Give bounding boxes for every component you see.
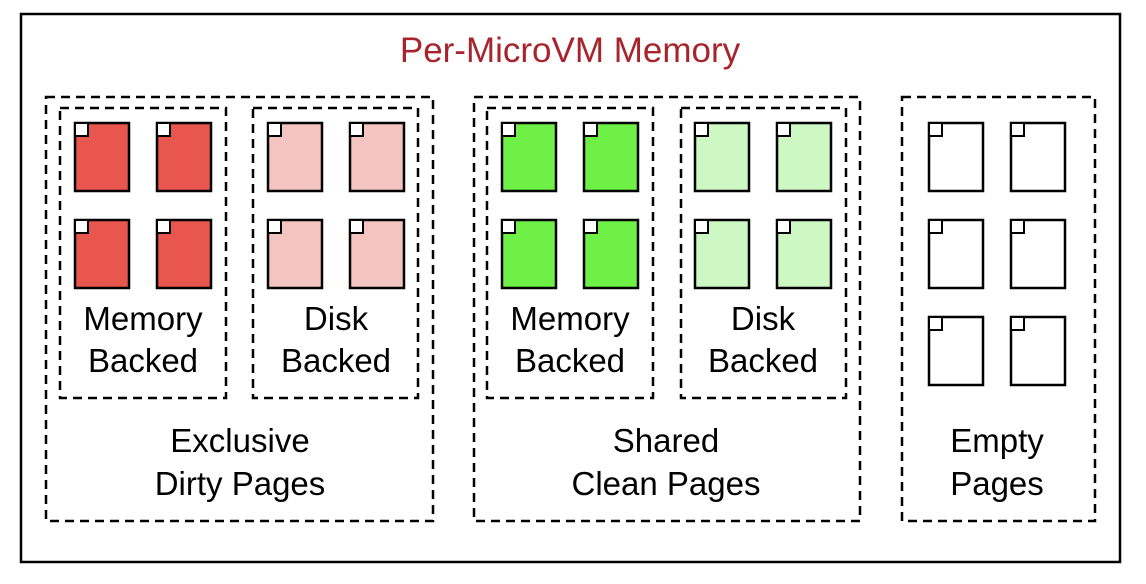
shared-disk-pages [693, 121, 833, 290]
shared-disk-page-4 [775, 218, 833, 290]
exclusive-memory-label-line-2: Backed [88, 342, 198, 379]
exclusive-disk-page-2 [348, 121, 406, 193]
shared-disk-page-2 [775, 121, 833, 193]
shared-memory-pages [500, 121, 640, 290]
group-empty-pages: Empty Pages [900, 95, 1097, 523]
empty-page-6 [1009, 315, 1067, 387]
exclusive-disk-pages [266, 121, 406, 290]
shared-memory-page-2 [582, 121, 640, 193]
shared-memory-label-line-1: Memory [510, 300, 630, 337]
exclusive-disk-page-4 [348, 218, 406, 290]
empty-group-label-line-1: Empty [950, 422, 1044, 459]
shared-disk-label-line-1: Disk [731, 300, 796, 337]
exclusive-memory-border [58, 106, 228, 400]
group-exclusive-dirty-pages: Memory Backed Disk Backed Exclusive Dirt… [44, 95, 435, 523]
shared-memory-page-4 [582, 218, 640, 290]
diagram-title: Per-MicroVM Memory [400, 31, 741, 70]
shared-group-label-line-2: Clean Pages [572, 465, 761, 502]
shared-memory-page-3 [500, 218, 558, 290]
shared-memory-label-line-2: Backed [515, 342, 625, 379]
exclusive-memory-page-3 [73, 218, 131, 290]
exclusive-disk-page-3 [266, 218, 324, 290]
shared-disk-page-3 [693, 218, 751, 290]
exclusive-disk-page-1 [266, 121, 324, 193]
group-shared-clean-pages: Memory Backed Disk Backed Shared Clean P… [472, 95, 862, 523]
empty-page-1 [927, 121, 985, 193]
empty-page-4 [1009, 218, 1067, 290]
empty-group-border [900, 95, 1097, 523]
subgroup-shared-memory-backed: Memory Backed [485, 106, 655, 400]
exclusive-disk-label-line-2: Backed [281, 342, 391, 379]
empty-group-label-line-2: Pages [950, 465, 1044, 502]
subgroup-exclusive-memory-backed: Memory Backed [58, 106, 228, 400]
empty-page-2 [1009, 121, 1067, 193]
empty-pages [927, 121, 1067, 387]
subgroup-exclusive-disk-backed: Disk Backed [251, 106, 420, 400]
exclusive-memory-page-1 [73, 121, 131, 193]
shared-memory-page-1 [500, 121, 558, 193]
exclusive-memory-page-4 [155, 218, 213, 290]
empty-page-5 [927, 315, 985, 387]
exclusive-disk-border [251, 106, 420, 400]
exclusive-memory-label-line-1: Memory [83, 300, 203, 337]
shared-group-label-line-1: Shared [613, 422, 719, 459]
shared-disk-label-line-2: Backed [708, 342, 818, 379]
exclusive-group-label-line-1: Exclusive [170, 422, 309, 459]
exclusive-group-border [44, 95, 435, 523]
exclusive-memory-pages [73, 121, 213, 290]
shared-memory-border [485, 106, 655, 400]
shared-disk-page-1 [693, 121, 751, 193]
exclusive-group-label-line-2: Dirty Pages [155, 465, 326, 502]
empty-page-3 [927, 218, 985, 290]
subgroup-shared-disk-backed: Disk Backed [679, 106, 848, 400]
exclusive-memory-page-2 [155, 121, 213, 193]
shared-disk-border [679, 106, 848, 400]
exclusive-disk-label-line-1: Disk [304, 300, 369, 337]
